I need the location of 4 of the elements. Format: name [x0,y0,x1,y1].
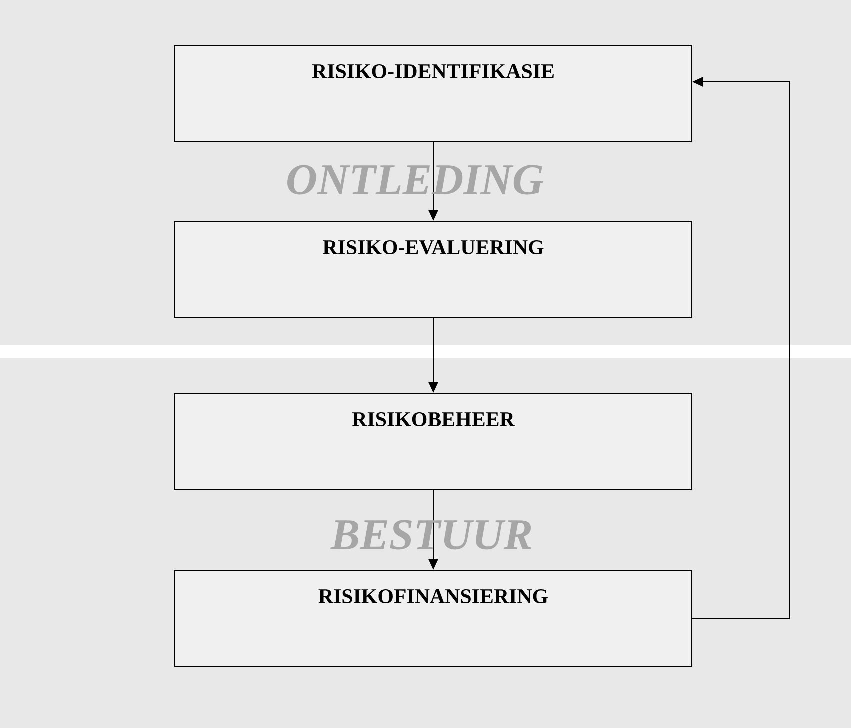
process-box: RISIKOBEHEER [174,393,692,490]
process-box: RISIKOFINANSIERING [174,570,692,667]
process-box: RISIKO-EVALUERING [174,221,692,318]
process-box: RISIKO-IDENTIFIKASIE [174,45,692,142]
